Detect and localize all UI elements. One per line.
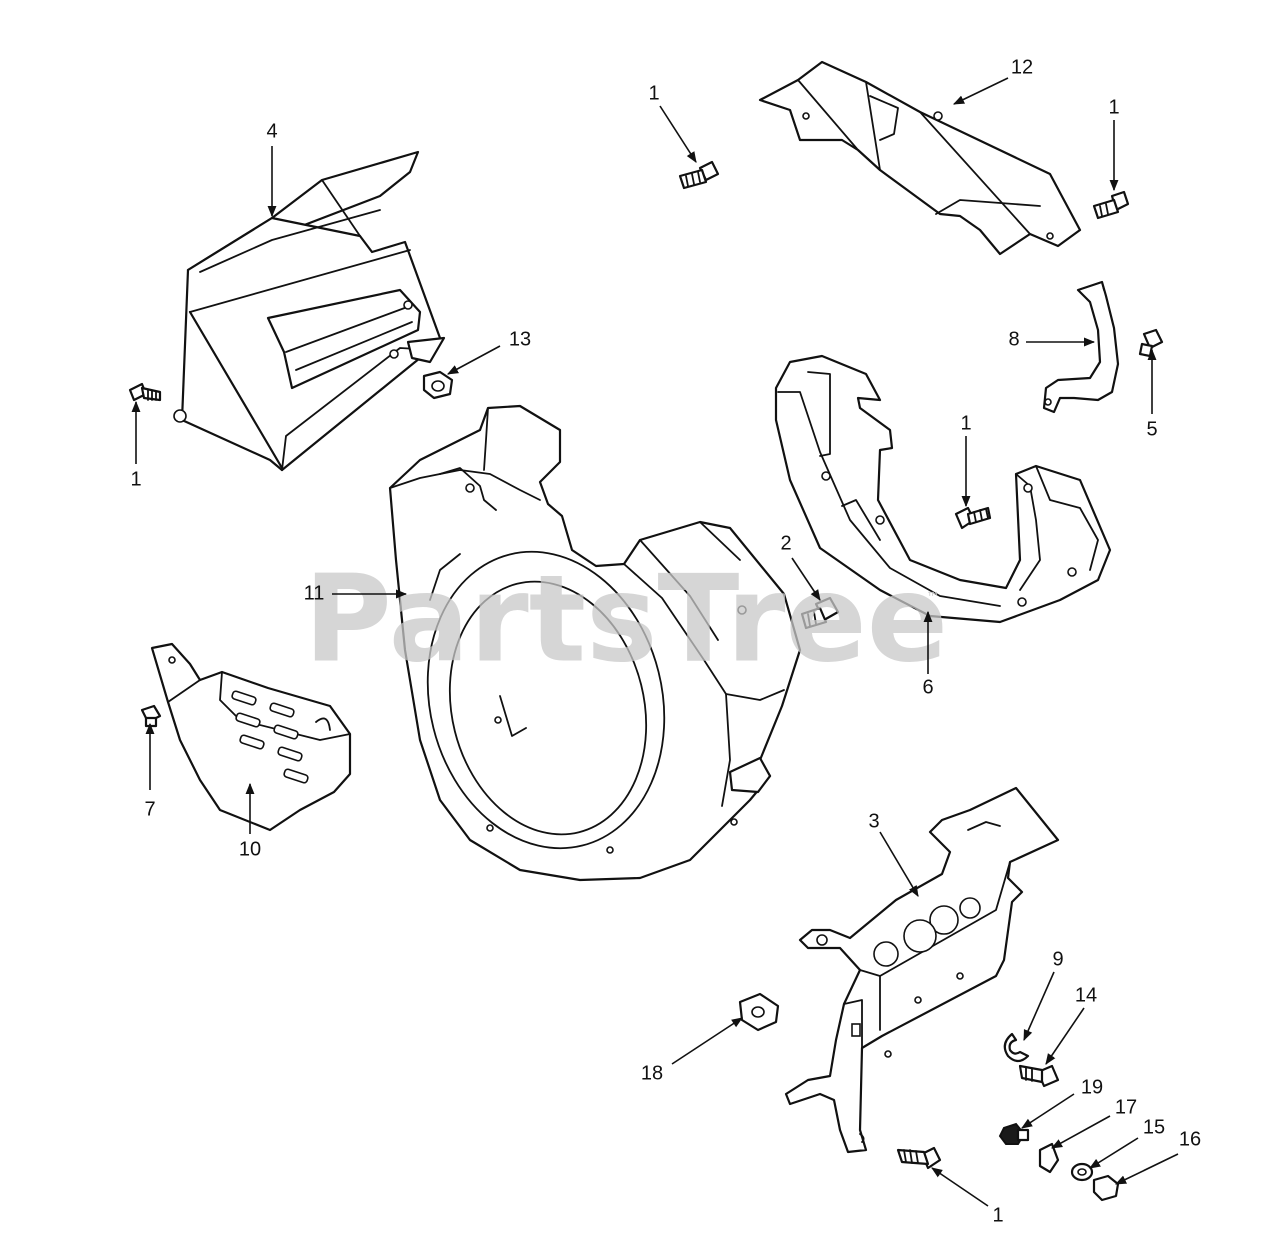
part-3-control-plate[interactable]: [784, 786, 1060, 1154]
part-1-screw-b[interactable]: [678, 160, 720, 190]
watermark-text: PartsTree: [304, 551, 948, 690]
part-18-grommet[interactable]: [738, 992, 780, 1032]
leader-15: [1089, 1137, 1139, 1169]
part-11-blower-housing[interactable]: [388, 404, 802, 882]
callout-6: 6: [922, 676, 933, 698]
part-1-screw-e[interactable]: [896, 1146, 942, 1170]
part-10-slots: [231, 690, 309, 784]
part-13-nut[interactable]: [422, 370, 454, 400]
part-9-clip[interactable]: [1003, 1032, 1030, 1063]
callout-4: 4: [266, 120, 277, 142]
part-15-washer[interactable]: [1070, 1162, 1094, 1182]
part-10-baffle[interactable]: [150, 642, 352, 832]
callout-1-upper-right: 1: [1108, 96, 1119, 118]
part-5-screw[interactable]: [1138, 328, 1164, 358]
callout-17: 17: [1115, 1096, 1137, 1118]
leader-16: [1114, 1153, 1179, 1185]
callout-13: 13: [509, 328, 531, 350]
leader-1b: [659, 105, 697, 163]
part-17-clip[interactable]: [1038, 1142, 1060, 1174]
watermark: PartsTree ™: [304, 551, 948, 690]
leader-2: [791, 557, 821, 601]
leader-19: [1021, 1093, 1075, 1129]
watermark-trademark: ™: [926, 590, 940, 606]
part-1-screw-a[interactable]: [128, 382, 162, 402]
part-8-small-bracket[interactable]: [1042, 280, 1120, 414]
callout-19: 19: [1081, 1076, 1103, 1098]
leader-18: [671, 1017, 743, 1065]
callout-15: 15: [1143, 1116, 1165, 1138]
callout-labels: 1 1 1 1 1 2 3 4 5 6 7 8 9 10 11 12 13 14…: [130, 56, 1201, 1226]
callout-9: 9: [1052, 948, 1063, 970]
part-7-screw[interactable]: [140, 704, 162, 728]
callout-5: 5: [1146, 418, 1157, 440]
leader-12: [952, 77, 1009, 105]
callout-16: 16: [1179, 1128, 1201, 1150]
part-16-nut[interactable]: [1092, 1174, 1120, 1202]
leader-1e: [931, 1167, 989, 1207]
leader-lines: [131, 77, 1179, 1207]
callout-1-upper-center: 1: [648, 82, 659, 104]
callout-18: 18: [641, 1062, 663, 1084]
callout-14: 14: [1075, 984, 1097, 1006]
leader-13: [447, 345, 501, 375]
part-12-upper-bracket[interactable]: [758, 60, 1082, 256]
leader-9: [1023, 971, 1055, 1042]
leader-17: [1051, 1115, 1111, 1149]
part-2-screw[interactable]: [800, 596, 840, 630]
callout-3: 3: [868, 810, 879, 832]
part-14-screw[interactable]: [1018, 1064, 1060, 1088]
callout-1-bottom: 1: [992, 1204, 1003, 1226]
part-1-screw-d[interactable]: [954, 506, 992, 530]
callout-1-left: 1: [130, 468, 141, 490]
part-1-screw-c[interactable]: [1092, 190, 1130, 220]
callout-11: 11: [304, 582, 325, 604]
callout-10: 10: [239, 838, 261, 860]
callout-1-middle-right: 1: [960, 412, 971, 434]
callout-2: 2: [780, 532, 791, 554]
part-4-upper-shroud[interactable]: [173, 150, 446, 472]
callout-12: 12: [1011, 56, 1033, 78]
leader-3: [879, 831, 919, 897]
part-6-side-shroud[interactable]: [774, 354, 1112, 624]
callout-8: 8: [1008, 328, 1019, 350]
callout-7: 7: [144, 798, 155, 820]
part-19-fitting[interactable]: [998, 1122, 1030, 1145]
leader-14: [1045, 1007, 1085, 1065]
